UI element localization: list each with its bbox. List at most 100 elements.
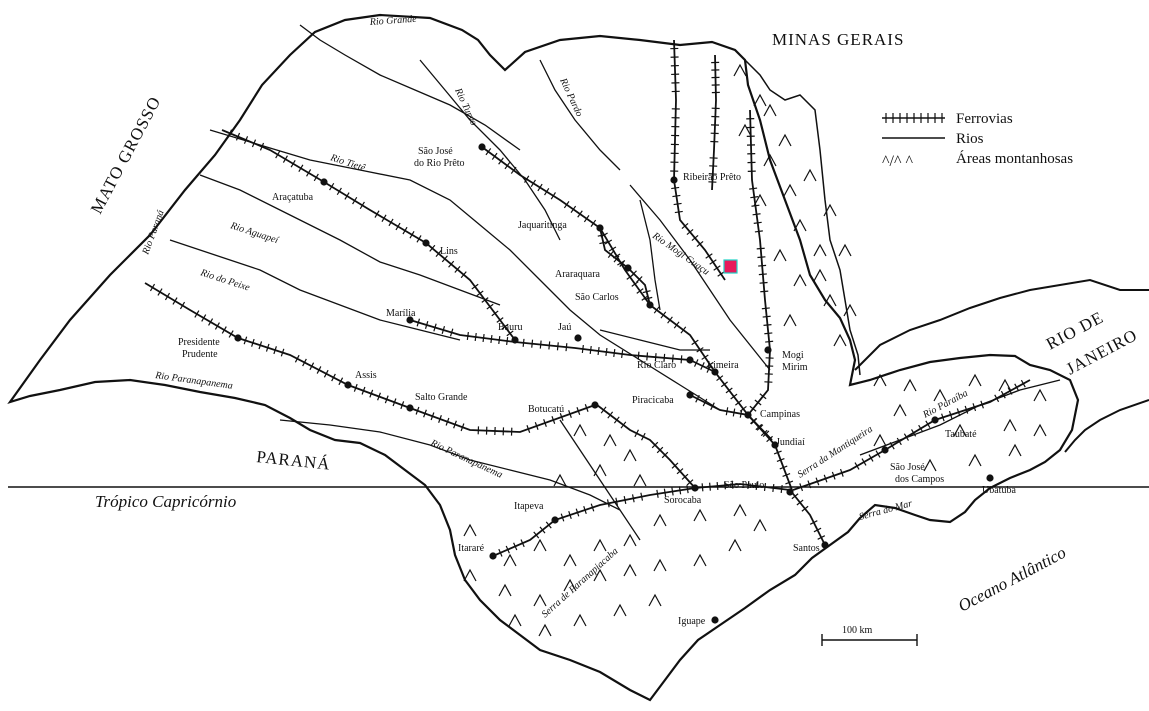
mountain-symbol [653, 558, 667, 572]
city-label-jaquaritinga: Jaquaritinga [518, 220, 567, 231]
railway-tick [441, 255, 448, 263]
railway-tick [235, 132, 241, 141]
mountain-symbol [593, 568, 607, 582]
railway-tick [693, 359, 699, 367]
mountain-symbol [533, 538, 547, 552]
railway-tick [172, 297, 178, 305]
railway-tick [994, 394, 1000, 403]
mountain-symbol [813, 268, 827, 282]
railway-line-8 [711, 54, 717, 191]
railway-tick [294, 354, 300, 363]
railway-tick [570, 205, 577, 213]
railway-tick [720, 381, 728, 388]
railway-tick [179, 301, 186, 310]
railway-tick [667, 316, 673, 324]
railway-tick [760, 290, 769, 293]
city-dot-lins [422, 239, 430, 247]
railway-tick [441, 325, 446, 335]
city-label-jundiai: Jundiaí [776, 437, 805, 448]
railway-tick [415, 406, 420, 415]
railway-tick [338, 377, 344, 386]
railway-tick [438, 415, 442, 423]
city-label-ubatuba: Ubatuba [982, 485, 1016, 496]
railway-tick [676, 468, 684, 475]
railway-tick [575, 508, 580, 517]
city-dot-marilia [406, 316, 414, 324]
railway-tick [400, 401, 405, 410]
railway-tick [765, 340, 774, 343]
railway-tick [533, 531, 540, 539]
state-label-parana: PARANÁ [256, 447, 332, 474]
railway-tick [839, 468, 844, 477]
railway-tick [313, 173, 319, 182]
mountain-symbol [693, 553, 707, 567]
railway-tick [709, 482, 711, 491]
mountain-symbol [508, 613, 522, 627]
railway-tick [641, 432, 646, 441]
railway-tick [701, 354, 709, 360]
railway-tick [361, 386, 366, 395]
railway-tick [329, 182, 335, 191]
mountain-symbol [753, 193, 767, 207]
railway-tick [576, 407, 581, 415]
mountain-symbol [783, 313, 797, 327]
railway-tick [548, 341, 551, 350]
railway-tick [758, 264, 767, 267]
railway-tick [498, 157, 504, 165]
city-label-mogi-mirim-1: Mogi [782, 350, 804, 361]
mountain-symbol [923, 458, 937, 472]
railway-tick [706, 365, 712, 373]
railway-tick [534, 422, 539, 430]
railway-tick [608, 246, 617, 252]
railway-tick [896, 437, 902, 446]
railway-tick [674, 210, 683, 214]
railway-tick [831, 471, 836, 480]
railway-tick [522, 338, 525, 347]
mountain-symbol [623, 448, 637, 462]
serra-label-mar: Serra do Mar [858, 498, 914, 523]
city-dot-araraquara [624, 264, 632, 272]
railway-tick [530, 179, 536, 188]
railway-tick [735, 399, 743, 406]
railway-tick [392, 398, 397, 407]
river-label-rio-tiete: Rio Tietê [328, 152, 367, 174]
railway-tick [449, 328, 454, 337]
mountain-symbol [813, 243, 827, 257]
mountain-symbol [823, 203, 837, 217]
river-sorocaba-line [559, 419, 621, 511]
city-label-sao-jose-campos-2: dos Campos [895, 474, 944, 485]
railway-tick [491, 152, 498, 160]
railway-tick [539, 340, 542, 349]
railway-tick [298, 164, 304, 173]
railway-tick [568, 410, 572, 418]
railway-tick [756, 247, 765, 250]
railway-tick [590, 503, 595, 512]
city-label-itapeva: Itapeva [514, 501, 544, 512]
mountain-symbol [903, 378, 917, 392]
railway-tick [636, 276, 643, 283]
railway-tick [504, 162, 511, 170]
railway-tick [663, 488, 667, 497]
state-label-mato-grosso: MATO GROSSO [87, 93, 165, 217]
city-label-santos: Santos [793, 543, 820, 554]
railway-tick [537, 183, 543, 192]
city-dot-botucatu [591, 401, 599, 409]
railway-tick [490, 334, 493, 344]
railway-tick [709, 259, 717, 265]
mountain-symbol [778, 133, 792, 147]
railway-tick [642, 290, 651, 294]
railway-tick [646, 352, 649, 361]
city-dot-piracicaba [686, 391, 694, 399]
mountain-symbol [693, 508, 707, 522]
railway-tick [925, 420, 931, 429]
railway-tick [545, 521, 552, 529]
river-label-rio-paranapanema-2: Rio Paranapanema [428, 437, 504, 480]
river-label-rio-aguapei: Rio Aguapeí [228, 220, 281, 246]
railway-tick [785, 480, 794, 485]
mountain-symbol [563, 553, 577, 567]
railway-tick [485, 148, 492, 156]
mountain-symbol [1008, 443, 1022, 457]
city-label-sao-carlos: São Carlos [575, 292, 619, 303]
railway-tick [813, 527, 822, 533]
